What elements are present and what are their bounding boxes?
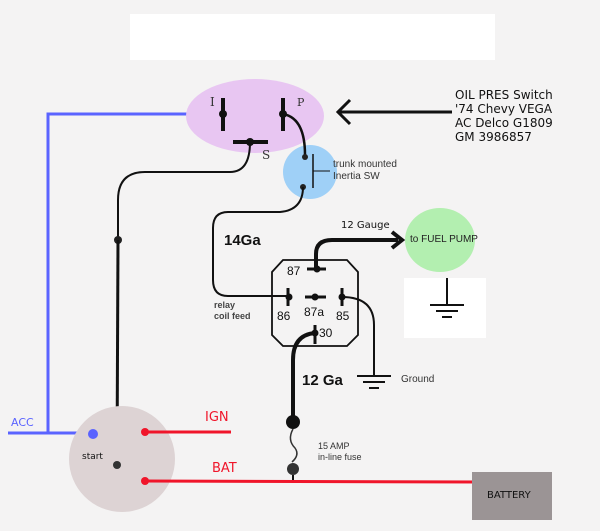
caption-line: in-line fuse: [318, 452, 362, 462]
blank-area: [130, 14, 495, 60]
inertia-switch: [283, 145, 337, 199]
caption-line: OIL PRES Switch: [455, 88, 553, 102]
fuse-top: [286, 415, 300, 429]
terminal-i-dot: [219, 110, 227, 118]
battery-label: BATTERY: [487, 490, 531, 501]
acc-wire: [46, 112, 223, 433]
acc-terminal: [88, 429, 98, 439]
pin-85-label: 85: [336, 309, 350, 323]
pump-arrowhead: [390, 230, 406, 250]
blank-area: [404, 278, 486, 338]
inertia-caption: trunk mounted Inertia SW: [333, 159, 397, 183]
relay-ground-wire: [341, 296, 375, 376]
fuse-label: 15 AMP in-line fuse: [318, 441, 362, 463]
relay-coil-feed-label: relay coil feed: [214, 300, 251, 322]
terminal-i-label: I: [210, 95, 215, 109]
fuse-element: [289, 428, 298, 463]
caption-line: trunk mounted: [333, 159, 397, 170]
oil-pressure-switch: [186, 79, 324, 153]
acc-label: ACC: [11, 416, 34, 429]
bat-wire: [144, 479, 481, 484]
caption-line: relay: [214, 300, 236, 310]
coil-feed-gauge-label: 14Ga: [224, 232, 261, 249]
pointer-arrowhead: [335, 98, 352, 126]
pin-87a-label: 87a: [304, 305, 325, 319]
caption-line: '74 Chevy VEGA: [455, 102, 553, 116]
p-to-inertia-wire: [282, 112, 307, 156]
pump-feed-gauge-label: 12 Gauge: [341, 220, 390, 231]
pump-feed-wire: [314, 238, 398, 269]
pin-87-label: 87: [287, 264, 301, 278]
caption-line: 15 AMP: [318, 441, 350, 451]
ground-label: Ground: [401, 374, 435, 385]
s-to-start-wire: [117, 141, 251, 240]
caption-line: Inertia SW: [333, 171, 380, 182]
caption-line: coil feed: [214, 311, 251, 321]
pin-86-label: 86: [277, 309, 291, 323]
relay-body: [271, 259, 359, 347]
fuel-pump: [405, 208, 475, 272]
oil-switch-caption: OIL PRES Switch '74 Chevy VEGA AC Delco …: [455, 88, 553, 144]
caption-line: AC Delco G1809: [455, 116, 553, 130]
fuse-bottom: [287, 463, 299, 475]
bat-label: BAT: [212, 461, 237, 476]
terminal-s-label: S: [262, 148, 271, 162]
start-terminal: [113, 461, 121, 469]
ign-label: IGN: [205, 410, 229, 425]
pin-30-label: 30: [319, 326, 333, 340]
fuel-pump-label: to FUEL PUMP: [410, 234, 478, 245]
battery: [472, 472, 552, 520]
start-label: start: [82, 452, 103, 462]
inertia-top-dot: [302, 154, 308, 160]
terminal-p-label: P: [297, 96, 305, 109]
battery-feed-gauge-label: 12 Ga: [302, 372, 343, 389]
caption-line: GM 3986857: [455, 130, 532, 144]
battery-feed-wire: [291, 331, 316, 420]
coil-feed-wire: [212, 186, 304, 297]
